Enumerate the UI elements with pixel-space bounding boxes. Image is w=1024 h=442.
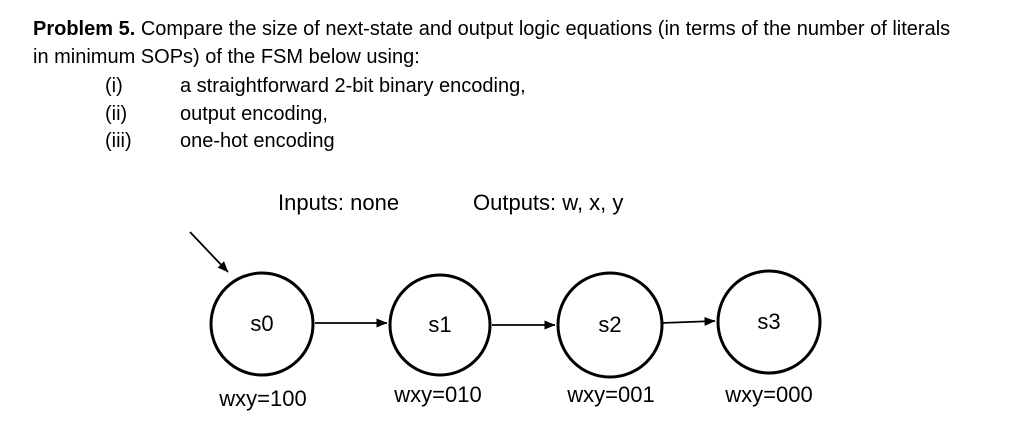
problem-statement-line1: Problem 5. Compare the size of next-stat… (33, 15, 950, 43)
state-label-s1: s1 (428, 312, 452, 337)
problem-number: Problem 5. (33, 18, 136, 40)
problem-statement-line2: in minimum SOPs) of the FSM below using: (33, 46, 420, 68)
initial-state-arrow (189, 231, 229, 273)
state-circle-s0 (209, 271, 315, 377)
list-marker-ii: (ii) (105, 103, 128, 125)
state-label-s3: s3 (757, 309, 781, 334)
state-circle-s2 (556, 271, 664, 379)
state-circle-s1 (388, 273, 492, 377)
list-item-ii: (ii) output encoding, (105, 103, 328, 125)
state-label-s0: s0 (250, 311, 274, 336)
state-output-s3: wxy=000 (725, 382, 813, 407)
list-item-i: (i) a straightforward 2-bit binary encodi… (105, 75, 526, 97)
state-output-s1: wxy=010 (394, 382, 482, 407)
state-output-s0: wxy=100 (219, 386, 307, 411)
list-marker-i: (i) (105, 75, 123, 97)
problem-statement: Problem 5. Compare the size of next-stat… (33, 15, 950, 71)
list-text-ii: output encoding, (180, 103, 328, 125)
state-circle-s3 (716, 269, 822, 375)
fsm-outputs-label: Outputs: w, x, y (473, 190, 624, 215)
list-text-i: a straightforward 2-bit binary encoding, (180, 75, 526, 97)
list-marker-iii: (iii) (105, 130, 132, 152)
state-output-s2: wxy=001 (567, 382, 655, 407)
transition-arrow-s2-s3 (660, 316, 716, 326)
state-label-s2: s2 (598, 312, 622, 337)
problem-intro-text: Compare the size of next-state and outpu… (135, 18, 951, 40)
list-item-iii: (iii) one-hot encoding (105, 130, 335, 152)
fsm-inputs-label: Inputs: none (278, 190, 400, 215)
list-text-iii: one-hot encoding (180, 130, 335, 152)
